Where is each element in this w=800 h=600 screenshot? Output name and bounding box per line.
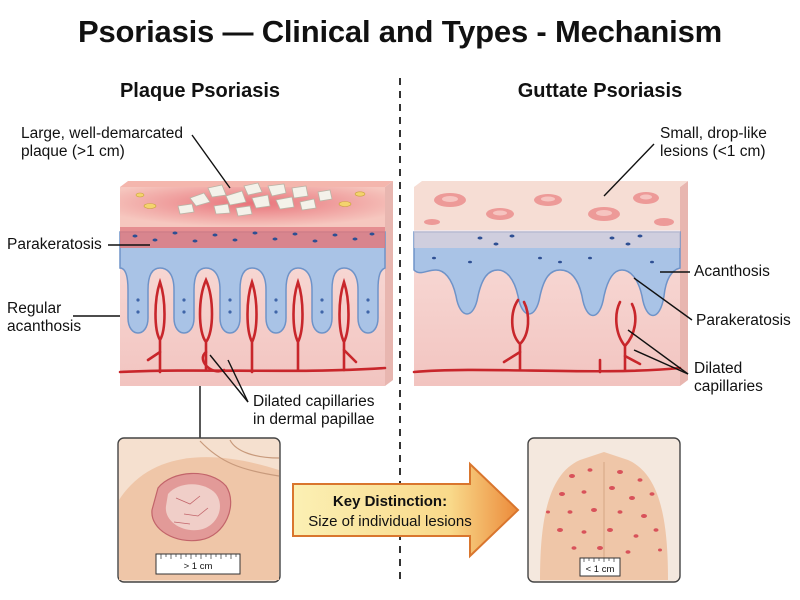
guttate-surface-band <box>414 228 680 248</box>
silvery-scales <box>177 182 333 217</box>
plaque-skin-block <box>118 181 393 386</box>
label-acanthosis-line1: Regular <box>7 300 62 317</box>
parakeratosis-nuclei <box>432 234 654 264</box>
parakeratosis-band <box>120 226 385 248</box>
callout-lines <box>73 134 693 438</box>
surface-top-edge <box>414 181 688 187</box>
label-parakeratosis-left: Parakeratosis <box>7 236 102 253</box>
plaque-heading: Plaque Psoriasis <box>119 80 281 102</box>
key-distinction-title: Key Distinction: <box>332 493 448 510</box>
crust-flecks <box>135 191 366 209</box>
key-distinction-arrow <box>292 461 520 559</box>
label-capillaries-left-line1: Dilated capillaries <box>253 393 375 410</box>
guttate-heading: Guttate Psoriasis <box>517 80 683 102</box>
acanthotic-epidermis <box>119 231 386 334</box>
label-acanthosis-line2: acanthosis <box>7 318 82 335</box>
guttate-clinical-inset <box>527 437 681 583</box>
key-distinction-subtitle: Size of individual lesions <box>308 513 472 530</box>
ruler-label-guttate: < 1 cm <box>585 564 615 575</box>
measurement-ruler <box>155 553 241 575</box>
basal-cell-dots <box>136 298 370 314</box>
parakeratosis-nuclei <box>132 231 375 243</box>
label-plaque-size-line1: Large, well-demarcated <box>21 125 183 142</box>
guttate-skin-block <box>412 181 688 386</box>
ruler-label-plaque: > 1 cm <box>183 561 213 572</box>
dilated-capillaries <box>118 276 387 374</box>
measurement-ruler <box>579 557 621 577</box>
epidermis-layer <box>413 231 681 317</box>
label-lesion-size-line2: lesions (<1 cm) <box>660 143 766 160</box>
plaque-clinical-inset <box>117 437 281 583</box>
block-side-face <box>385 181 393 386</box>
label-parakeratosis-right: Parakeratosis <box>696 312 791 329</box>
drop-lesion-spots <box>546 468 662 554</box>
label-capillaries-right-line1: Dilated <box>694 360 743 377</box>
page-title: Psoriasis — Clinical and Types - Mechani… <box>78 14 722 49</box>
drop-lesions <box>424 192 674 226</box>
label-capillaries-right-line2: capillaries <box>694 378 763 395</box>
label-plaque-size-line2: plaque (>1 cm) <box>21 143 125 160</box>
label-capillaries-left-line2: in dermal papillae <box>253 411 375 428</box>
block-side-face <box>680 181 688 386</box>
dilated-capillaries <box>412 298 682 374</box>
label-acanthosis-right: Acanthosis <box>694 263 770 280</box>
label-lesion-size-line1: Small, drop-like <box>660 125 767 142</box>
